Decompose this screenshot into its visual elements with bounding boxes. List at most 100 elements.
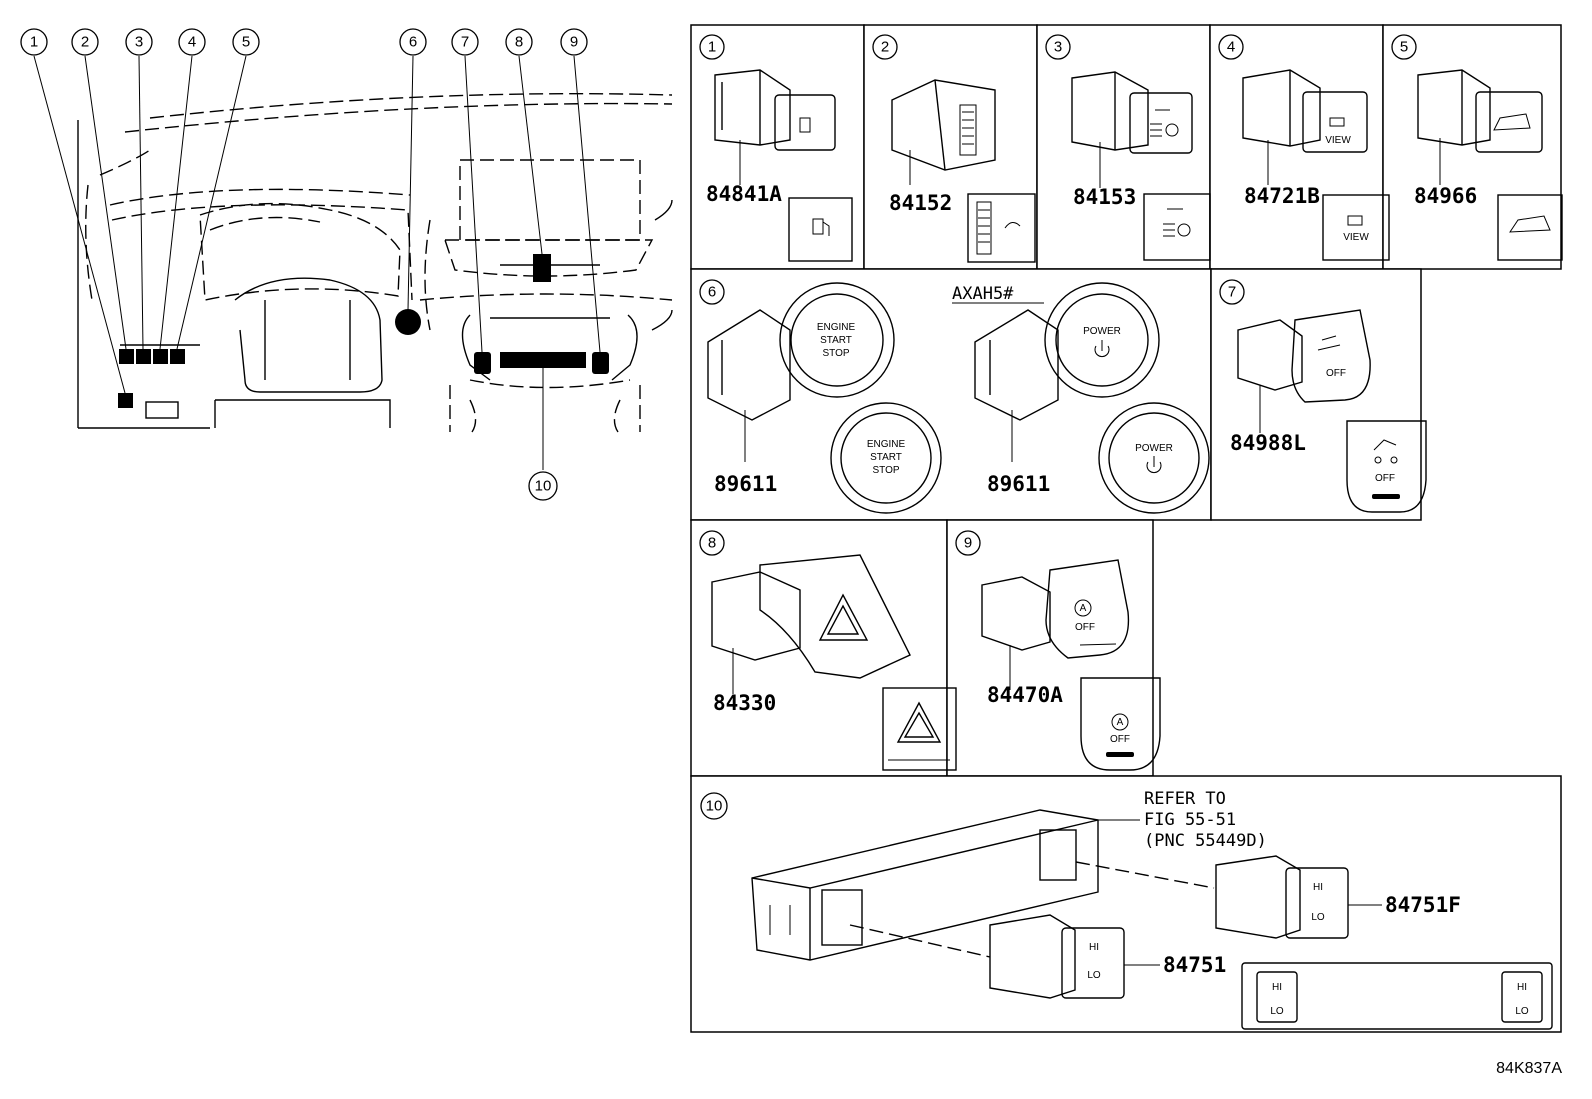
hi-label-plate-left: HI: [1272, 982, 1282, 993]
callout-label: 9: [964, 535, 972, 552]
callout-label: 6: [409, 34, 417, 51]
lo-label-plate-right: LO: [1515, 1006, 1529, 1017]
callout-label: 10: [706, 798, 723, 815]
cell-5-frame: [1382, 24, 1562, 270]
switch-84152-drawing: [891, 79, 1036, 263]
lo-label-84751: LO: [1087, 970, 1101, 981]
start-label-face: START: [870, 452, 902, 463]
callout-2[interactable]: 2: [71, 28, 99, 56]
cell-callout-6: 6: [699, 279, 725, 305]
variant-code: AXAH5#: [952, 284, 1014, 304]
switch-84470a-drawing: A OFF A OFF: [981, 559, 1161, 771]
view-label: VIEW: [1325, 135, 1351, 146]
switch-84721b-drawing: VIEW VIEW: [1242, 69, 1390, 261]
refer-note-line-3: (PNC 55449D): [1144, 831, 1267, 851]
cell-7-frame: [1210, 268, 1422, 521]
part-number-89611-engine: 89611: [714, 472, 777, 496]
lo-label-plate-left: LO: [1270, 1006, 1284, 1017]
part-number-84751: 84751: [1163, 953, 1226, 977]
callout-6[interactable]: 6: [399, 28, 427, 56]
view-label-flat: VIEW: [1343, 232, 1369, 243]
callout-label: 3: [1054, 39, 1062, 56]
engine-label-face: ENGINE: [867, 439, 906, 450]
dashboard-overview: [33, 55, 673, 470]
cell-callouts: 1 2 3 4 5 6 7 8 9 10: [699, 34, 1417, 820]
part-number-84153: 84153: [1073, 185, 1136, 209]
refer-note-line-2: FIG 55-51: [1144, 810, 1236, 830]
part-number-84330: 84330: [713, 691, 776, 715]
cell-callout-7: 7: [1219, 279, 1245, 305]
off-label-84470a-face: OFF: [1110, 734, 1130, 745]
callout-label: 4: [188, 34, 196, 51]
overview-callouts: 1 2 3 4 5 6 7 8 9 10: [20, 28, 588, 501]
start-label: START: [820, 335, 852, 346]
callout-label: 8: [708, 535, 716, 552]
switch-84841a-drawing: [714, 69, 853, 262]
engine-label: ENGINE: [817, 322, 856, 333]
cell-callout-2: 2: [872, 34, 898, 60]
callout-7[interactable]: 7: [451, 28, 479, 56]
part-number-84966: 84966: [1414, 184, 1477, 208]
switch-84153-drawing: [1071, 71, 1211, 261]
cell-callout-3: 3: [1045, 34, 1071, 60]
callout-label: 1: [708, 39, 716, 56]
part-number-84841a: 84841A: [706, 182, 782, 206]
callout-label: 5: [1400, 39, 1408, 56]
part-number-84751f: 84751F: [1385, 893, 1461, 917]
cell-1-frame: [690, 24, 865, 270]
auto-a-label-face: A: [1117, 717, 1124, 728]
power-switch-drawing: POWER POWER: [974, 282, 1210, 514]
cell-callout-4: 4: [1218, 34, 1244, 60]
callout-label: 7: [461, 34, 469, 51]
seat-heater-panel-drawing: HI LO HI LO HI LO HI LO: [751, 809, 1553, 1030]
cell-6-frame: [690, 268, 1212, 521]
lo-label-84751f: LO: [1311, 912, 1325, 923]
part-number-89611-power: 89611: [987, 472, 1050, 496]
part-number-84152: 84152: [889, 191, 952, 215]
switch-84330-drawing: [711, 554, 957, 771]
part-number-84988l: 84988L: [1230, 431, 1306, 455]
callout-label: 1: [30, 34, 38, 51]
callout-5[interactable]: 5: [232, 28, 260, 56]
callout-label: 6: [708, 284, 716, 301]
cell-callout-9: 9: [955, 530, 981, 556]
stop-label-face: STOP: [872, 465, 899, 476]
callout-label: 2: [881, 39, 889, 56]
refer-note-line-1: REFER TO: [1144, 789, 1226, 809]
callout-label: 9: [570, 34, 578, 51]
callout-label: 3: [135, 34, 143, 51]
off-label-84470a: OFF: [1075, 622, 1095, 633]
hi-label-84751: HI: [1089, 942, 1099, 953]
callout-1[interactable]: 1: [20, 28, 48, 56]
power-label: POWER: [1083, 326, 1121, 337]
callout-3[interactable]: 3: [125, 28, 153, 56]
callout-4[interactable]: 4: [178, 28, 206, 56]
callout-label: 10: [535, 478, 552, 495]
figure-code: 84K837A: [1496, 1060, 1562, 1077]
part-number-84721b: 84721B: [1244, 184, 1320, 208]
callout-9[interactable]: 9: [560, 28, 588, 56]
callout-8[interactable]: 8: [505, 28, 533, 56]
cell-callout-10: 10: [700, 792, 728, 820]
hi-label-plate-right: HI: [1517, 982, 1527, 993]
switch-84966-drawing: [1417, 69, 1563, 261]
cell-callout-8: 8: [699, 530, 725, 556]
cell-3-frame: [1036, 24, 1211, 270]
callout-label: 5: [242, 34, 250, 51]
cell-10-frame: [690, 775, 1562, 1033]
auto-a-label: A: [1080, 603, 1087, 614]
off-label-face: OFF: [1375, 473, 1395, 484]
hi-label-84751f: HI: [1313, 882, 1323, 893]
callout-label: 4: [1227, 39, 1235, 56]
callout-label: 7: [1228, 284, 1236, 301]
callout-label: 2: [81, 34, 89, 51]
switch-84988l-drawing: OFF OFF: [1237, 309, 1427, 513]
cell-callout-1: 1: [699, 34, 725, 60]
stop-label: STOP: [822, 348, 849, 359]
off-label: OFF: [1326, 368, 1346, 379]
cell-2-frame: [863, 24, 1038, 270]
part-number-84470a: 84470A: [987, 683, 1063, 707]
cell-8-frame: [690, 519, 948, 777]
callout-10[interactable]: 10: [528, 471, 558, 501]
